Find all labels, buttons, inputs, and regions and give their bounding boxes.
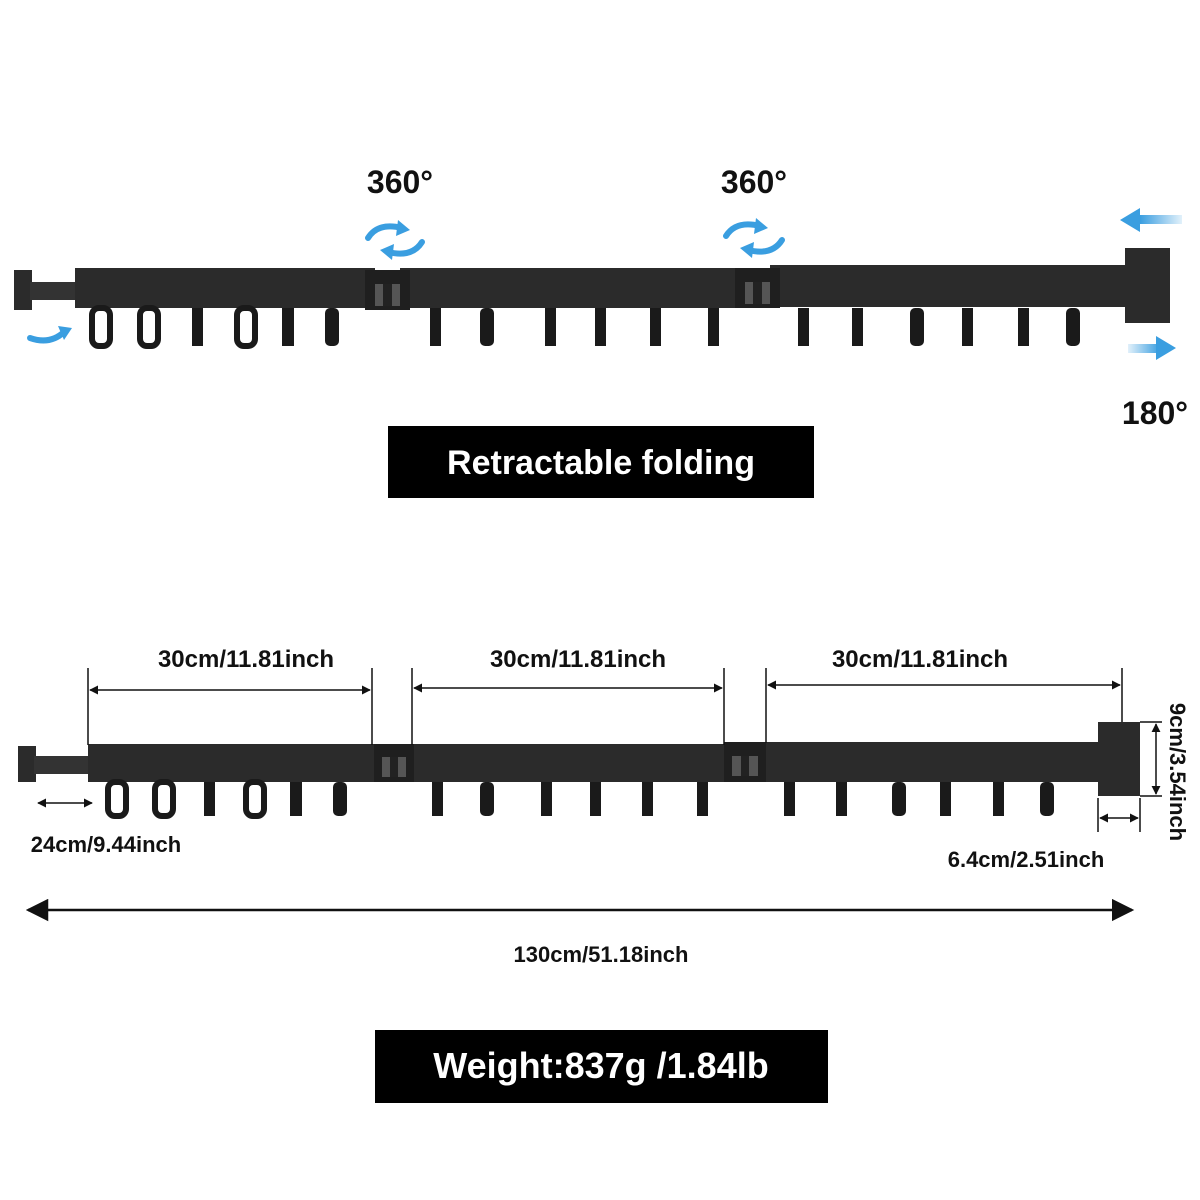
extension-label: 24cm/9.44inch [31, 832, 181, 857]
bottom-end-cap [18, 746, 36, 782]
bottom-rail-segment-3 [762, 742, 1102, 782]
top-end-cap [14, 270, 32, 310]
section-length-label-3: 30cm/11.81inch [832, 646, 1008, 673]
height-label: 9cm/3.54inch [1165, 703, 1190, 841]
section-length-label-2: 30cm/11.81inch [490, 646, 666, 673]
top-hinge-1 [365, 270, 410, 310]
rotate-arrow-icon [365, 220, 425, 260]
bottom-hinge-1 [374, 744, 414, 782]
bottom-rack: 30cm/11.81inch 30cm/11.81inch 30cm/11.81… [18, 646, 1190, 1103]
top-telescopic-rod [30, 282, 78, 300]
bottom-hooks [105, 779, 1054, 819]
bracket-width-dimension-line [1097, 798, 1141, 832]
weight-banner [375, 1030, 828, 1103]
top-wall-bracket [1125, 248, 1170, 323]
total-length-label: 130cm/51.18inch [514, 942, 689, 967]
top-rail-segment-2 [400, 268, 735, 308]
bottom-hinge-2 [724, 742, 766, 782]
bottom-wall-bracket [1098, 722, 1140, 796]
rotation-label-1: 360° [367, 164, 433, 200]
top-rail-segment-3 [770, 265, 1130, 307]
bottom-rail-segment-2 [408, 744, 728, 782]
weight-banner-text: Weight:837g /1.84lb [433, 1045, 768, 1086]
section-length-label-1: 30cm/11.81inch [158, 646, 334, 673]
bottom-telescopic-rod [34, 756, 90, 774]
top-hooks [89, 305, 1080, 349]
section-dimension-lines [87, 668, 1123, 745]
top-rail-segment-1 [75, 268, 375, 308]
bracket-width-label: 6.4cm/2.51inch [948, 847, 1105, 872]
left-arrow-icon [1120, 208, 1182, 232]
right-arrow-icon [1128, 336, 1176, 360]
swing-arrow-icon [27, 326, 72, 344]
rotate-arrow-icon [723, 218, 785, 258]
rotation-label-2: 360° [721, 164, 787, 200]
retractable-banner-text: Retractable folding [447, 444, 755, 482]
top-hinge-2 [735, 268, 780, 308]
retractable-banner [388, 426, 814, 498]
bottom-rail-segment-1 [88, 744, 380, 782]
top-rack: 360° 360° 180° Retractable folding [14, 164, 1188, 498]
height-dimension-line [1140, 721, 1162, 797]
end-rotation-label: 180° [1122, 395, 1188, 431]
